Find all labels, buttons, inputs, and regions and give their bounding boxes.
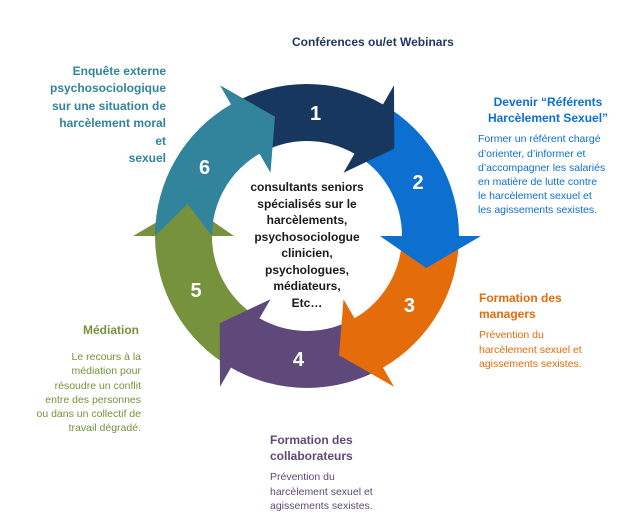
segment-number-2: 2 [412, 172, 423, 194]
step2-description: Former un référent chargé d’orienter, d’… [478, 133, 606, 217]
center-line: consultants seniors [250, 180, 364, 194]
center-line: psychologues, [264, 262, 350, 277]
segment-number-4: 4 [293, 349, 305, 371]
cycle-segment-5 [133, 204, 260, 368]
center-line: clinicien, [281, 246, 333, 261]
cycle-segment-2 [354, 104, 481, 269]
step5-title: Médiation [83, 323, 139, 337]
center-line: médiateurs, [273, 279, 341, 294]
cycle-segment-4 [219, 299, 383, 388]
segment-number-5: 5 [190, 280, 201, 302]
step1-label: Conférences ou/et Webinars [292, 34, 454, 50]
step4-description: Prévention du harcèlement sexuel et agis… [270, 471, 373, 512]
center-line: psychosociologue [254, 229, 360, 244]
segment-number-1: 1 [310, 103, 321, 125]
step5-description: Le recours à la médiation pour résoudre … [36, 351, 142, 435]
cycle-segment-6 [155, 85, 275, 236]
step3-label: Formation des managers Prévention du har… [479, 290, 582, 371]
center-line: harcèlements, [266, 213, 348, 228]
step5-label: Médiation Le recours à la médiation pour… [37, 322, 142, 435]
step4-title: Formation des collaborateurs [270, 433, 353, 464]
step6-label: Enquête externe psychosociologique sur u… [46, 63, 166, 167]
segment-number-3: 3 [404, 295, 415, 317]
center-line: spécialisés sur le [257, 196, 357, 211]
step3-title: Formation des managers [479, 291, 562, 322]
step4-label: Formation des collaborateurs Prévention … [270, 432, 373, 513]
cycle-segment-1 [231, 84, 395, 173]
segment-number-6: 6 [199, 157, 210, 179]
center-text: consultants seniors spécialisés sur le h… [232, 179, 382, 311]
step2-label: Devenir “Référents Harcèlement Sexuel” F… [478, 94, 618, 217]
step2-title: Devenir “Référents Harcèlement Sexuel” [487, 95, 609, 126]
step1-title: Conférences ou/et Webinars [292, 35, 454, 49]
center-line: Etc… [291, 295, 323, 310]
step3-description: Prévention du harcèlement sexuel et agis… [479, 329, 582, 370]
cycle-segment-3 [339, 236, 459, 387]
step6-title: Enquête externe psychosociologique sur u… [49, 64, 166, 165]
